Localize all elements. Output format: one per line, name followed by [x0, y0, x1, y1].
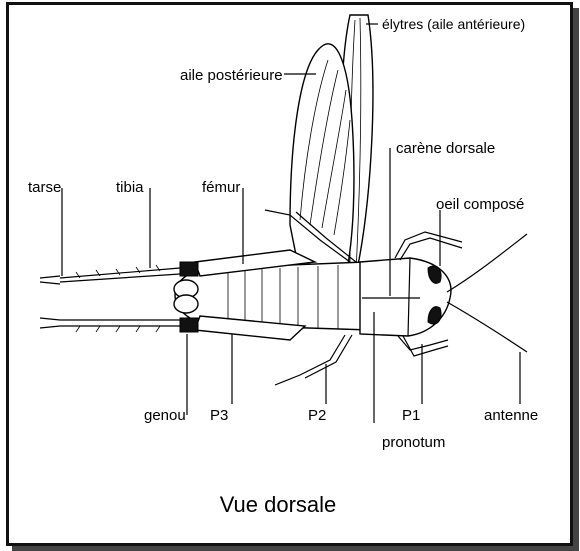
label-pronotum: pronotum — [382, 434, 445, 451]
label-genou: genou — [144, 407, 186, 424]
label-carene-dorsale: carène dorsale — [396, 140, 495, 157]
label-p3: P3 — [210, 407, 228, 424]
hind-wing — [290, 44, 354, 280]
label-p1: P1 — [402, 407, 420, 424]
antennae — [447, 234, 527, 352]
label-oeil-compose: oeil composé — [436, 196, 524, 213]
label-p2: P2 — [308, 407, 326, 424]
label-femur: fémur — [202, 179, 240, 196]
label-tibia: tibia — [116, 179, 144, 196]
caption: Vue dorsale — [220, 492, 337, 517]
label-antenne: antenne — [484, 407, 538, 424]
label-elytres: élytres (aile antérieure) — [382, 16, 525, 32]
label-tarse: tarse — [28, 179, 61, 196]
label-aile-posterieure: aile postérieure — [180, 67, 283, 84]
